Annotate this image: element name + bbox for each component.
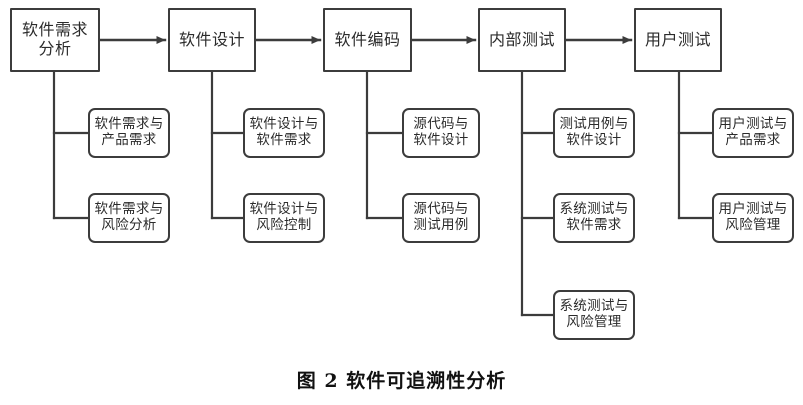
node-label-line1: 软件编码: [334, 29, 401, 49]
node-label-line2: 风险管理: [566, 314, 622, 330]
node-label-line2: 风险分析: [101, 217, 157, 233]
node-label-line1: 系统测试与: [559, 201, 629, 218]
artifact-box-code-vs-design: 源代码与软件设计: [402, 108, 480, 158]
figure-caption: 图 2 软件可追溯性分析: [296, 370, 507, 392]
node-label-line2: 软件需求: [256, 132, 312, 148]
artifact-box-req-vs-risk: 软件需求与风险分析: [88, 193, 170, 243]
node-label-line1: 软件需求与: [94, 116, 164, 133]
node-label-line1: 软件设计与: [249, 201, 319, 218]
node-label-line1: 源代码与: [413, 116, 469, 133]
node-label-line2: 软件需求: [566, 217, 622, 233]
node-label-line2: 产品需求: [101, 132, 157, 148]
node-label-line2: 测试用例: [413, 217, 469, 233]
node-label-line1: 系统测试与: [559, 298, 629, 315]
artifact-box-usertest-vs-riskmgmt: 用户测试与风险管理: [712, 193, 794, 243]
artifact-box-design-vs-riskctl: 软件设计与风险控制: [243, 193, 325, 243]
node-label-line2: 风险管理: [725, 217, 781, 233]
node-label-line1: 用户测试与: [718, 201, 788, 218]
node-label-line2: 软件设计: [413, 132, 469, 148]
stage-box-software-design: 软件设计: [168, 8, 256, 72]
stage-box-internal-test: 内部测试: [478, 8, 566, 72]
node-label-line1: 用户测试与: [718, 116, 788, 133]
node-label-line1: 测试用例与: [559, 116, 629, 133]
node-label-line1: 用户测试: [644, 29, 711, 49]
node-label-line1: 软件需求与: [94, 201, 164, 218]
artifact-box-usertest-vs-product: 用户测试与产品需求: [712, 108, 794, 158]
node-label-line2: 风险控制: [256, 217, 312, 233]
artifact-box-testcase-vs-design: 测试用例与软件设计: [553, 108, 635, 158]
stage-box-requirements-analysis: 软件需求分析: [10, 8, 100, 72]
node-label-line2: 产品需求: [725, 132, 781, 148]
artifact-box-systest-vs-riskmgmt: 系统测试与风险管理: [553, 290, 635, 340]
node-label-line1: 源代码与: [413, 201, 469, 218]
node-label-line1: 软件需求: [21, 20, 88, 40]
artifact-box-design-vs-req: 软件设计与软件需求: [243, 108, 325, 158]
stage-box-software-coding: 软件编码: [323, 8, 412, 72]
artifact-box-code-vs-testcase: 源代码与测试用例: [402, 193, 480, 243]
node-label-line2: 软件设计: [566, 132, 622, 148]
node-label-line1: 软件设计与: [249, 116, 319, 133]
node-label-line1: 内部测试: [488, 29, 555, 49]
node-label-line1: 软件设计: [178, 29, 245, 49]
artifact-box-systest-vs-req: 系统测试与软件需求: [553, 193, 635, 243]
node-label-line2: 分析: [38, 39, 72, 58]
artifact-box-req-vs-product: 软件需求与产品需求: [88, 108, 170, 158]
stage-box-user-test: 用户测试: [634, 8, 722, 72]
